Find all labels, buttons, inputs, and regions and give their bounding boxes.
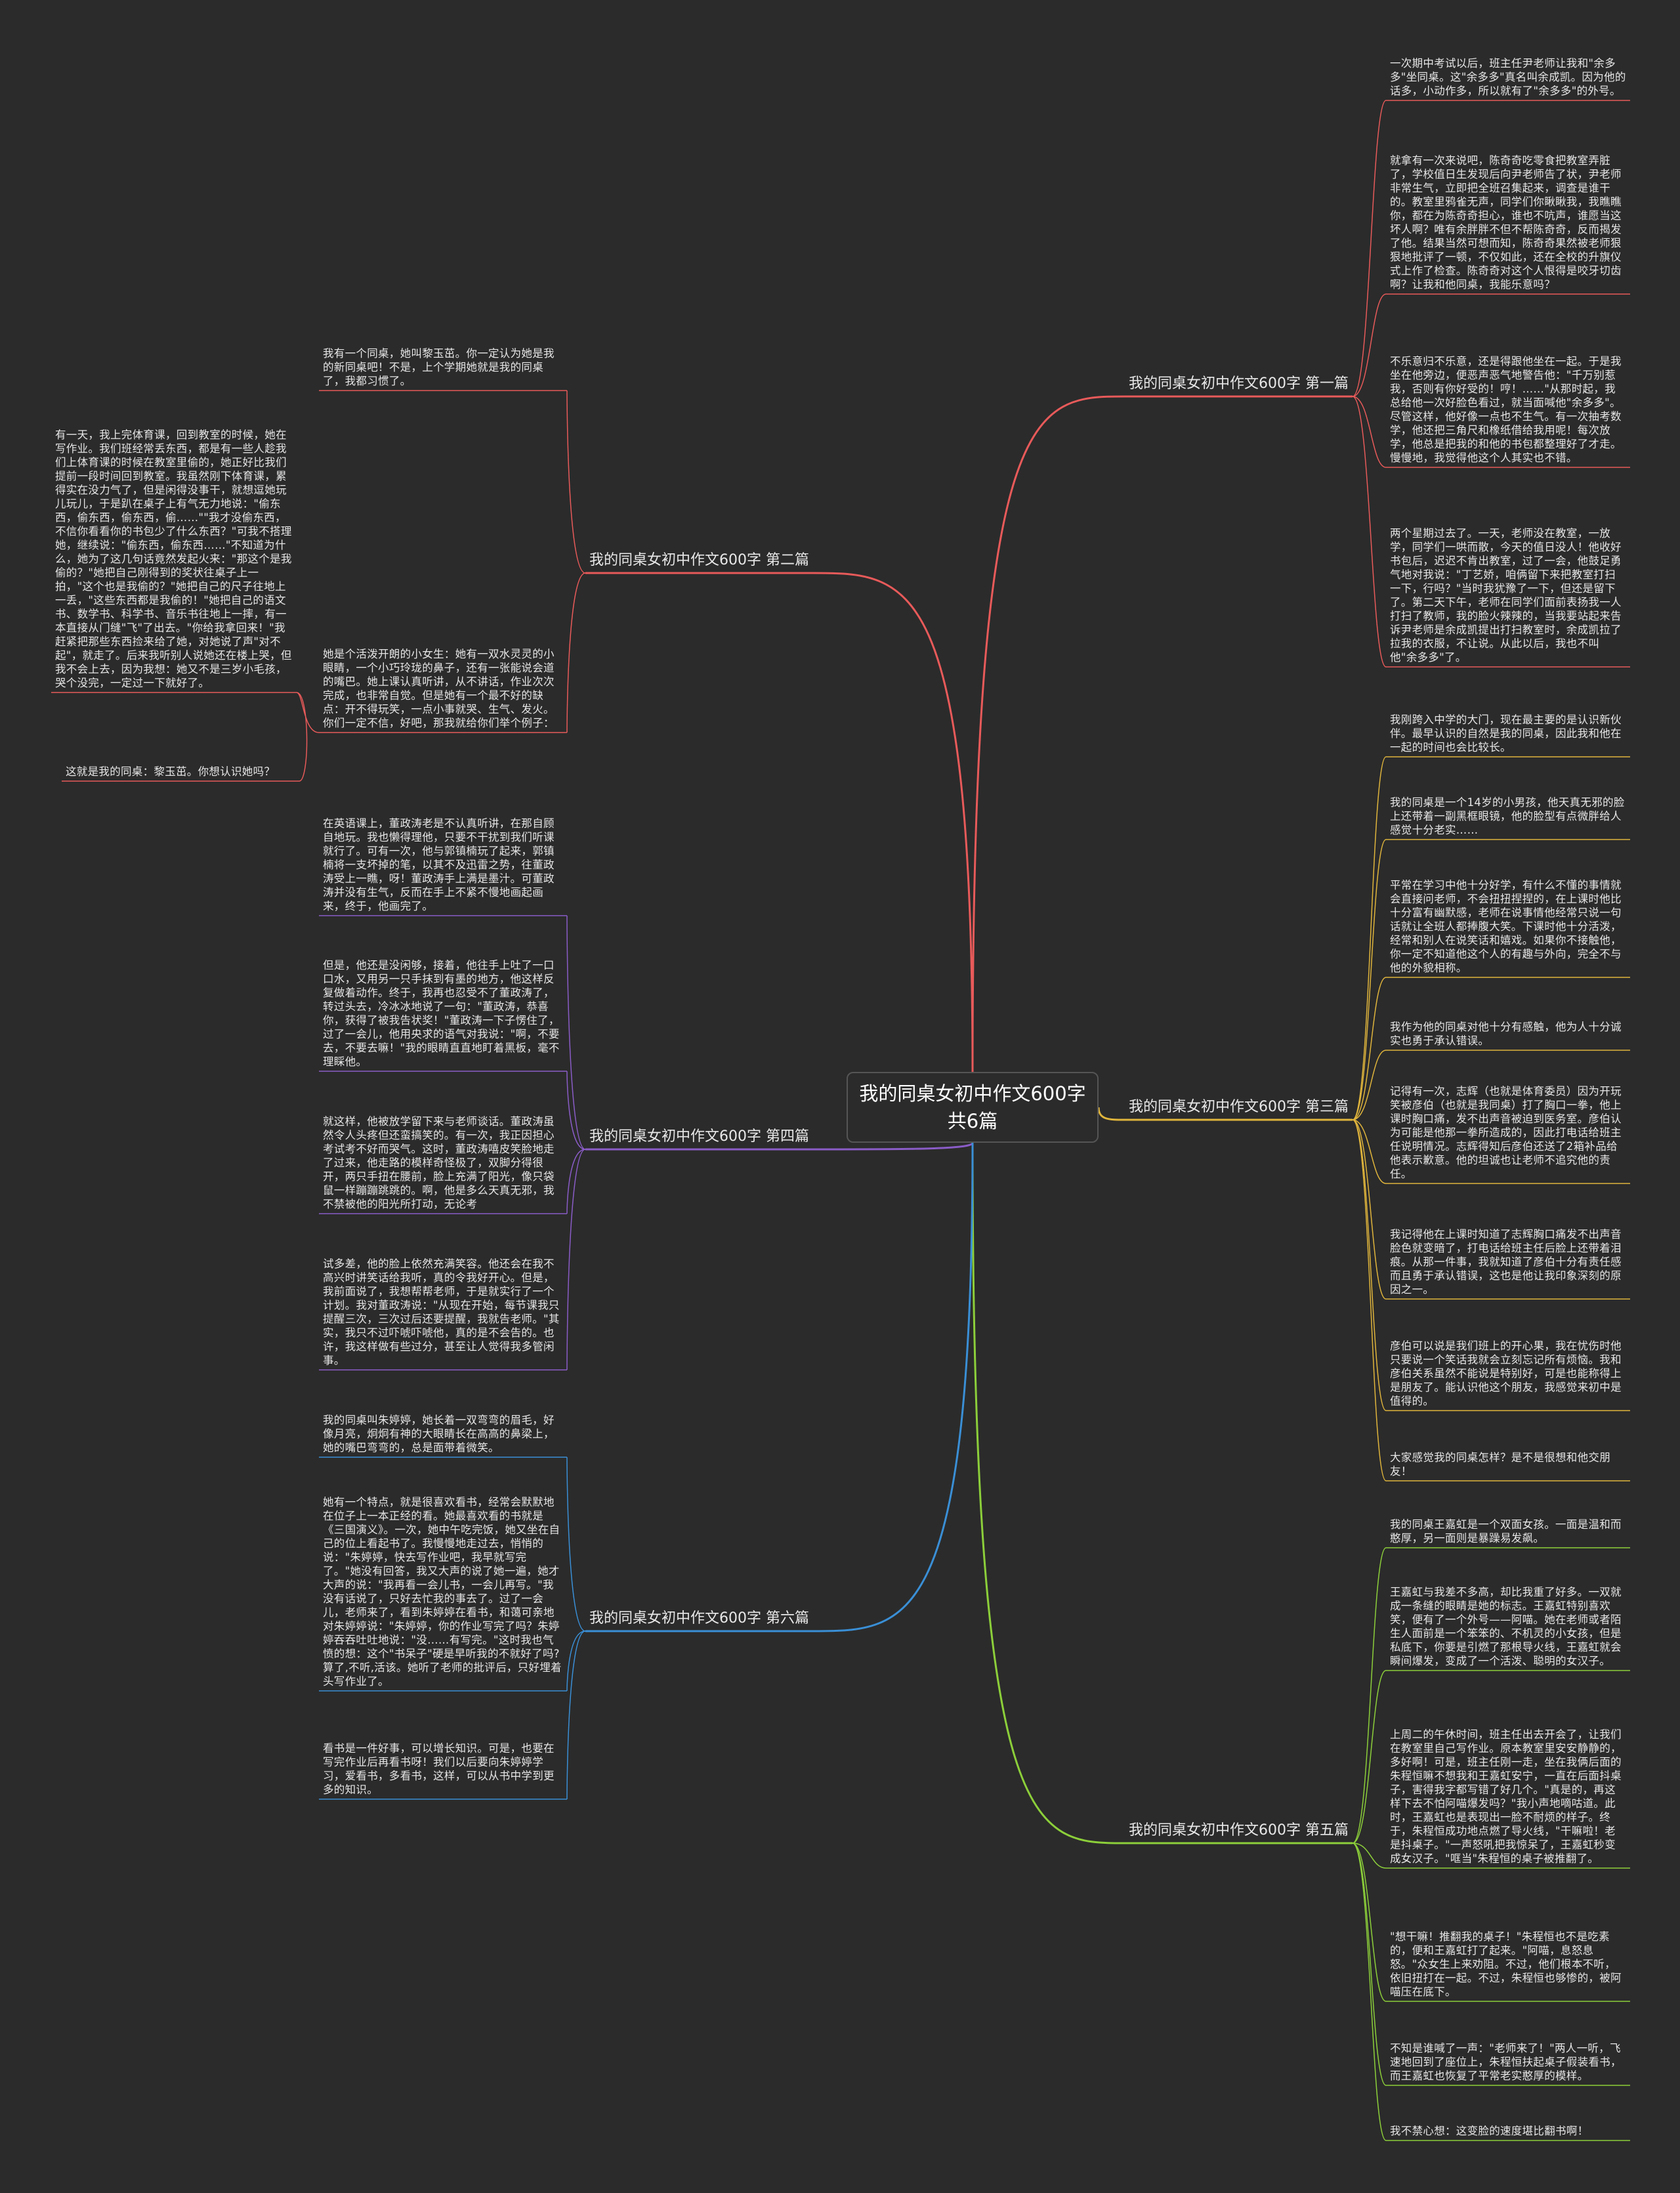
connector-line [566, 1630, 586, 1692]
b2-leaf-3[interactable]: 这就是我的同桌：黎玉茁。你想认识她吗？ [66, 765, 276, 778]
b3-leaf-6[interactable]: 我记得他在上课时知道了志辉胸口痛发不出声音脸色就变暗了，打电话给班主任后脸上还带… [1390, 1228, 1622, 1296]
connector-line [1352, 1119, 1387, 1481]
b5-leaf-4[interactable]: "想干嘛！推翻我的桌子！"朱程恒也不是吃素的，便和王嘉虹打了起来。"阿喵，息怒息… [1390, 1930, 1622, 1998]
b4-leaf-4[interactable]: 试多差，他的脸上依然充满笑容。他还会在我不高兴时讲笑话给我听，真的令我好开心。但… [323, 1258, 560, 1367]
branch-1-title[interactable]: 我的同桌女初中作文600字 第一篇 [1129, 375, 1349, 392]
connector-line [1352, 1842, 1387, 2086]
connector-line [812, 572, 974, 1073]
b3-leaf-3[interactable]: 平常在学习中他十分好学，有什么不懂的事情就会直接问老师，不会扭扭捏捏的，在上课时… [1390, 879, 1622, 974]
connector-line [971, 395, 1125, 1073]
connector-line [1352, 1119, 1387, 1184]
b3-leaf-2[interactable]: 我的同桌是一个14岁的小男孩，他天真无邪的脸上还带着一副黑框眼镜，他的脸型有点微… [1390, 796, 1625, 836]
b3-leaf-8[interactable]: 大家感觉我的同桌怎样？是不是很想和他交朋友！ [1390, 1451, 1610, 1478]
connector-line [566, 915, 586, 1150]
connector-line [566, 572, 586, 733]
connector-line [812, 1142, 974, 1151]
connector-line [1352, 1119, 1387, 1300]
connector-line [971, 1142, 1125, 1844]
b6-leaf-3[interactable]: 看书是一件好事，可以增长知识。可是，也要在写完作业后再看书呀！我们以后要向朱婷婷… [323, 1742, 555, 1796]
connector-line [1352, 1547, 1387, 1844]
b3-leaf-1[interactable]: 我刚跨入中学的大门，现在最主要的是认识新伙伴。最早认识的自然是我的同桌，因此我和… [1390, 713, 1622, 754]
connector-line [1352, 1842, 1387, 2141]
connector-line [1352, 977, 1387, 1120]
connector-line [1352, 1842, 1387, 1869]
center-topic[interactable]: 我的同桌女初中作文600字共6篇 [847, 1072, 1099, 1143]
branch-4-title[interactable]: 我的同桌女初中作文600字 第四篇 [589, 1128, 809, 1145]
b3-leaf-5[interactable]: 记得有一次，志辉（也就是体育委员）因为开玩笑被彦伯（也就是我同桌）打了胸口一拳，… [1390, 1085, 1622, 1180]
connector-line [566, 1149, 586, 1214]
b6-leaf-2[interactable]: 她有一个特点，就是很喜欢看书，经常会默默地在位子上一本正经的看。她最喜欢看的书就… [323, 1496, 562, 1688]
connector-line [296, 692, 320, 733]
b1-leaf-1[interactable]: 一次期中考试以后，班主任尹老师让我和"余多多"坐同桌。这"余多多"真名叫余成凯。… [1390, 57, 1626, 97]
connector-line [1352, 1050, 1387, 1120]
b4-leaf-3[interactable]: 就这样，他被放学留下来与老师谈话。董政涛虽然令人头疼但还蛮搞笑的。有一次，我正因… [323, 1115, 555, 1210]
branch-6-title[interactable]: 我的同桌女初中作文600字 第六篇 [589, 1610, 809, 1627]
connector-line [1352, 1670, 1387, 1844]
b4-leaf-2[interactable]: 但是，他还是没闲够，接着，他往手上吐了一口口水，又用另一只手抹到有墨的地方，他这… [323, 959, 560, 1068]
connector-line [1097, 1107, 1125, 1121]
branch-5-title[interactable]: 我的同桌女初中作文600字 第五篇 [1129, 1822, 1349, 1839]
b6-leaf-1[interactable]: 我的同桌叫朱婷婷，她长着一双弯弯的眉毛，好像月亮，炯炯有神的大眼睛长在高高的鼻梁… [323, 1414, 555, 1454]
b1-leaf-2[interactable]: 就拿有一次来说吧，陈奇奇吃零食把教室弄脏了，学校值日生发现后向尹老师告了状，尹老… [1390, 154, 1622, 291]
b2-sub-leaf[interactable]: 有一天，我上完体育课，回到教室的时候，她在写作业。我们班经常丢东西，都是有一些人… [55, 429, 292, 689]
connector-line [1352, 293, 1387, 397]
connector-line [296, 692, 308, 782]
b4-leaf-1[interactable]: 在英语课上，董政涛老是不认真听讲，在那自顾自地玩。我也懒得理他，只要不干扰到我们… [323, 817, 555, 912]
b5-leaf-2[interactable]: 王嘉虹与我差不多高，却比我重了好多。一双就成一条缝的眼睛是她的标志。王嘉虹特别喜… [1390, 1586, 1622, 1667]
connector-line [566, 1630, 586, 1800]
b1-leaf-3[interactable]: 不乐意归不乐意，还是得跟他坐在一起。于是我坐在他旁边，便恶声恶气地警告他："千万… [1390, 355, 1622, 464]
connector-line [566, 1457, 586, 1632]
b5-leaf-6[interactable]: 我不禁心想：这变脸的速度堪比翻书啊！ [1390, 2125, 1589, 2137]
connector-line [1352, 756, 1387, 1120]
connector-line [1352, 1842, 1387, 2002]
connector-line [566, 390, 586, 574]
b3-leaf-7[interactable]: 彦伯可以说是我们班上的开心果，我在忧伤时他只要说一个笑话我就会立刻忘记所有烦恼。… [1390, 1340, 1622, 1407]
connector-line [1352, 839, 1387, 1120]
b2-leaf-2[interactable]: 她是个活泼开朗的小女生：她有一双水灵灵的小眼睛，一个小巧玲珑的鼻子，还有一张能说… [323, 648, 555, 729]
connector-line [1352, 396, 1387, 468]
b5-leaf-1[interactable]: 我的同桌王嘉虹是一个双面女孩。一面是温和而憨厚，另一面则是暴躁易发飙。 [1390, 1518, 1622, 1544]
connector-line [1352, 396, 1387, 668]
b1-leaf-4[interactable]: 两个星期过去了。一天，老师没在教室，一放学，同学们一哄而散，今天的值日没人！他收… [1390, 527, 1622, 664]
connector-line [566, 1149, 586, 1371]
b3-leaf-4[interactable]: 我作为他的同桌对他十分有感触，他为人十分诚实也勇于承认错误。 [1390, 1021, 1622, 1047]
branch-2-title[interactable]: 我的同桌女初中作文600字 第二篇 [589, 552, 809, 568]
connector-line [1352, 1119, 1387, 1411]
b5-leaf-3[interactable]: 上周二的午休时间，班主任出去开会了，让我们在教室里自己写作业。原本教室里安安静静… [1390, 1728, 1622, 1865]
connector-line [812, 1142, 974, 1632]
b2-leaf-1[interactable]: 我有一个同桌，她叫黎玉茁。你一定认为她是我的新同桌吧！不是，上个学期她就是我的同… [323, 347, 555, 387]
center-topic-label: 我的同桌女初中作文600字共6篇 [859, 1082, 1086, 1132]
connector-line [566, 1071, 586, 1150]
connector-line [1352, 100, 1387, 397]
branch-3-title[interactable]: 我的同桌女初中作文600字 第三篇 [1129, 1099, 1349, 1115]
b5-leaf-5[interactable]: 不知是谁喊了一声："老师来了！"两人一听，飞速地回到了座位上，朱程恒扶起桌子假装… [1390, 2042, 1622, 2082]
